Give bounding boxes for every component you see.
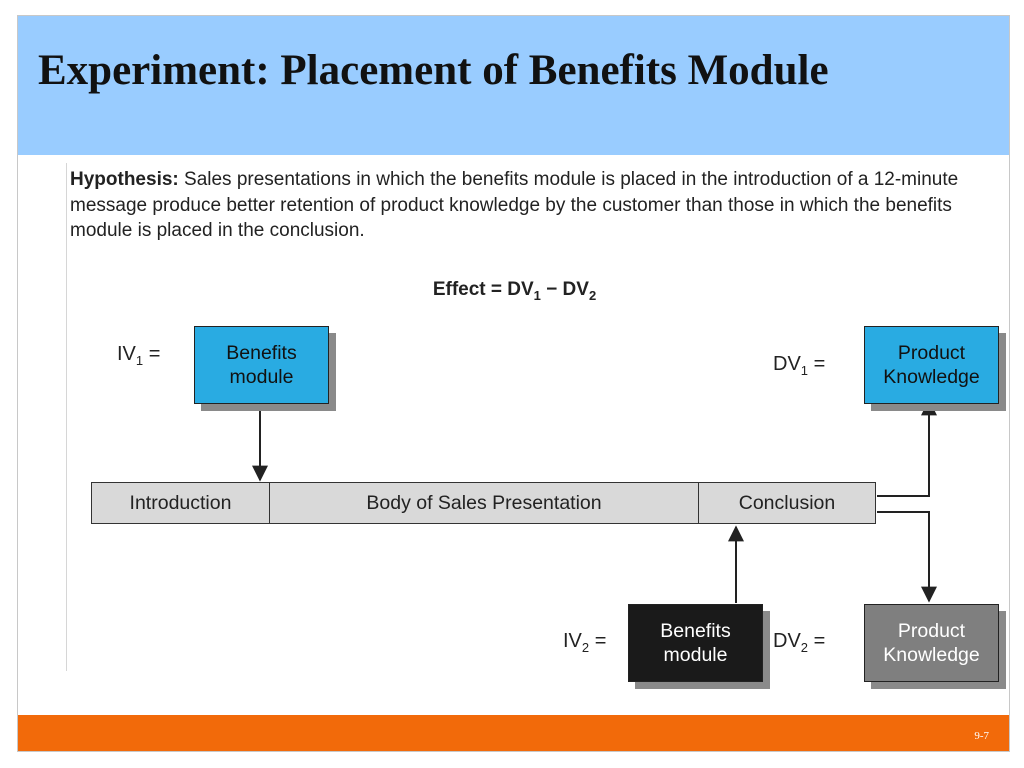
iv1-benefits-module-box: Benefits module	[194, 326, 329, 404]
iv2-label: IV2 =	[563, 630, 607, 655]
diagram-figure: Hypothesis: Sales presentations in which…	[66, 163, 999, 682]
dv2-product-knowledge-box: Product Knowledge	[864, 604, 999, 682]
dv1-label: DV1 =	[773, 353, 826, 378]
iv2-benefits-module-box: Benefits module	[628, 604, 763, 682]
arrow-conclusion-to-dv2	[877, 511, 937, 603]
flow-arrows	[252, 399, 937, 603]
slide-title: Experiment: Placement of Benefits Module	[38, 47, 829, 94]
slide: Experiment: Placement of Benefits Module…	[17, 15, 1010, 752]
segment-conclusion: Conclusion	[738, 491, 836, 514]
segment-body: Body of Sales Presentation	[270, 483, 699, 523]
segment-introduction: Introduction	[92, 483, 270, 523]
hypothesis-text: Hypothesis: Sales presentations in which…	[70, 167, 970, 244]
sales-presentation-bar: Introduction Body of Sales Presentation …	[91, 482, 876, 524]
effect-equation: Effect = DV1 − DV2	[432, 279, 597, 303]
hypothesis-body: Sales presentations in which the benefit…	[70, 169, 959, 241]
dv1-product-knowledge-box: Product Knowledge	[864, 326, 999, 404]
page-number: 9-7	[974, 730, 989, 742]
title-banner: Experiment: Placement of Benefits Module	[18, 16, 1009, 155]
hypothesis-label: Hypothesis:	[70, 169, 179, 190]
footer-bar: 9-7	[18, 715, 1009, 751]
arrow-conclusion-to-dv1	[877, 399, 937, 497]
dv2-label: DV2 =	[773, 630, 826, 655]
iv1-label: IV1 =	[117, 343, 161, 368]
